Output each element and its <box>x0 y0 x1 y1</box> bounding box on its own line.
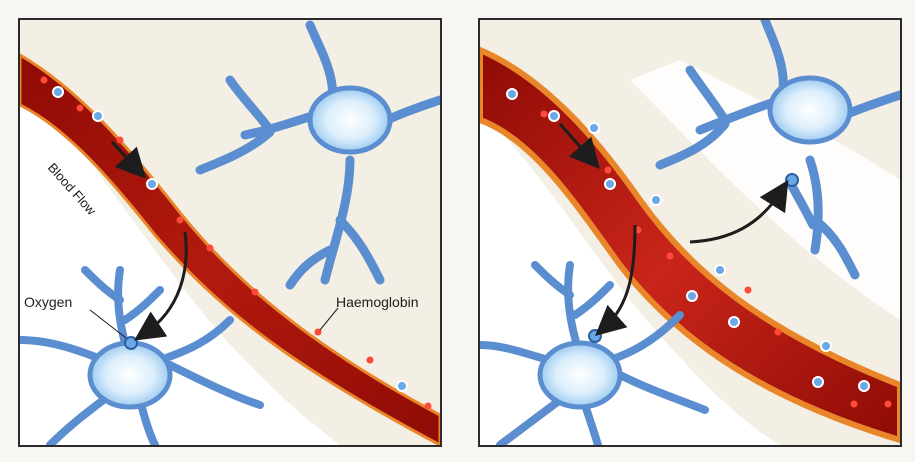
neuron-bottom-soma <box>90 343 170 407</box>
oxygen-label: Oxygen <box>24 294 72 310</box>
oxygen-molecule <box>125 337 137 349</box>
oxygen-molecule-bottom <box>589 330 601 342</box>
left-panel: Blood Flow Oxygen Haemoglobin <box>18 18 442 447</box>
left-illustration <box>20 20 440 445</box>
right-panel <box>478 18 902 447</box>
oxygen-molecule-top <box>786 174 798 186</box>
haemoglobin-label: Haemoglobin <box>336 294 419 310</box>
right-illustration <box>480 20 900 445</box>
neuron-top-soma <box>310 88 390 152</box>
neuron-bottom-soma <box>540 343 620 407</box>
neuron-top-soma <box>770 78 850 142</box>
